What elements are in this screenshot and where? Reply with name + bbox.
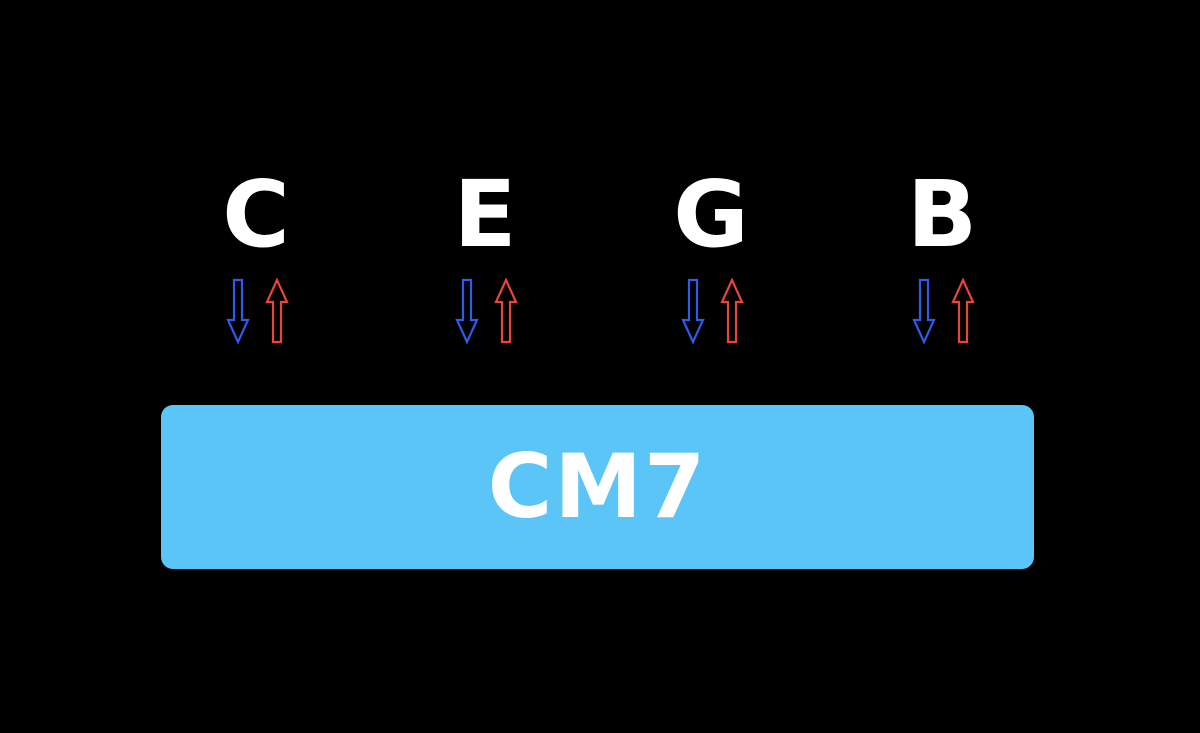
note-b: B	[862, 150, 1022, 350]
note-c: C	[176, 150, 336, 350]
arrow-up-icon	[951, 278, 975, 344]
arrow-up-icon	[265, 278, 289, 344]
chord-box: CM7	[161, 405, 1034, 569]
note-e: E	[405, 150, 565, 350]
note-label: C	[222, 161, 290, 268]
arrow-down-icon	[681, 278, 705, 344]
arrow-down-icon	[912, 278, 936, 344]
note-label: G	[673, 161, 749, 268]
arrow-up-icon	[494, 278, 518, 344]
arrow-down-icon	[226, 278, 250, 344]
note-label: B	[906, 161, 978, 268]
arrow-up-icon	[720, 278, 744, 344]
note-g: G	[631, 150, 791, 350]
note-label: E	[453, 161, 517, 268]
chord-name: CM7	[487, 435, 708, 538]
arrow-down-icon	[455, 278, 479, 344]
